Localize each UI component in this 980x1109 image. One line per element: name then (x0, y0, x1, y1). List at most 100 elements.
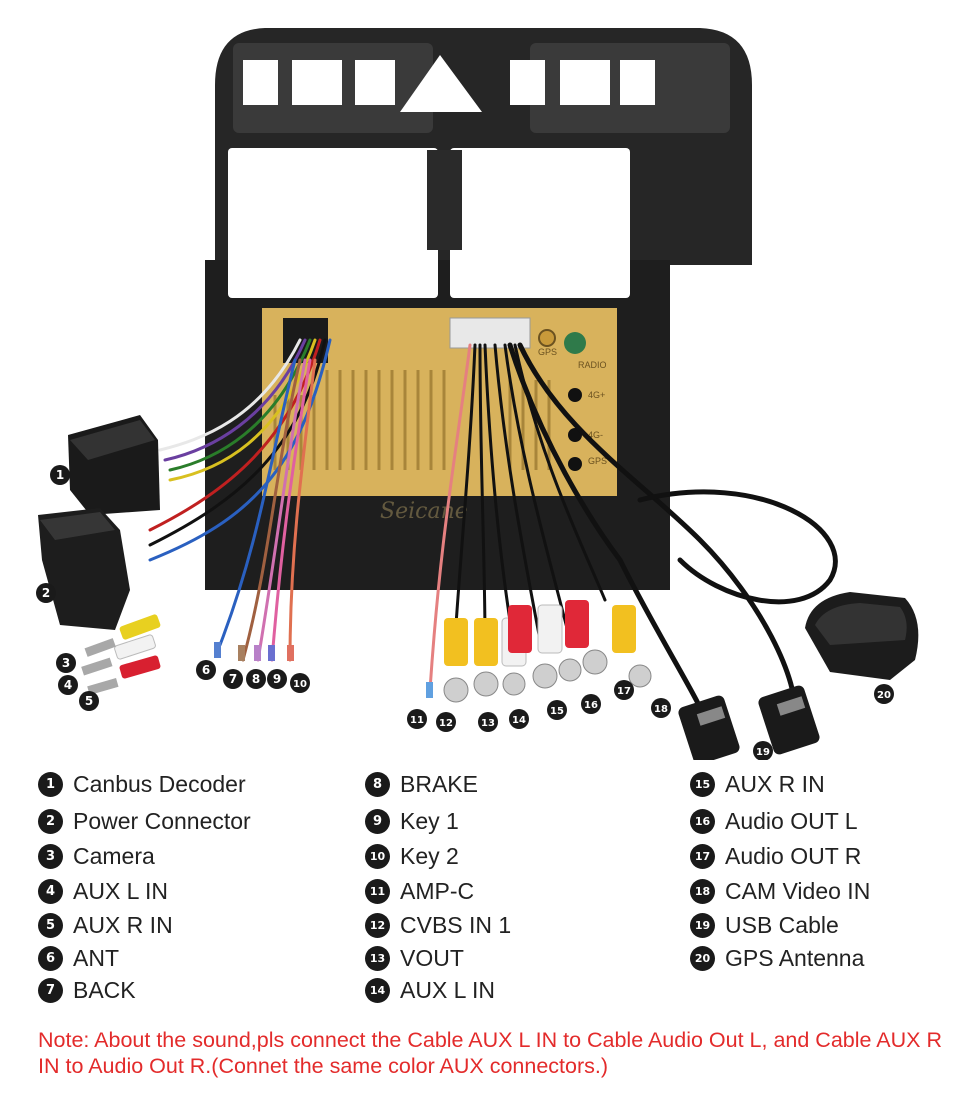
svg-text:18: 18 (654, 704, 668, 715)
legend-item-14: 14 AUX L IN (365, 977, 495, 1004)
legend-number: 9 (365, 809, 390, 834)
power-connector-block (38, 508, 130, 630)
svg-text:2: 2 (42, 586, 50, 600)
legend-item-17: 17 Audio OUT R (690, 843, 861, 870)
legend-item-10: 10 Key 2 (365, 843, 459, 870)
pin-tips (214, 642, 433, 698)
callout-18: 18 (651, 698, 671, 718)
legend-label: CAM Video IN (725, 878, 871, 904)
brand-watermark: Seicane (380, 499, 468, 524)
legend-number: 5 (38, 913, 63, 938)
callout-10: 10 (290, 673, 310, 693)
svg-text:17: 17 (617, 686, 631, 697)
legend-number: 13 (365, 946, 390, 971)
legend-label: ANT (73, 945, 119, 971)
svg-text:4: 4 (64, 678, 72, 692)
svg-text:7: 7 (229, 672, 237, 686)
svg-text:1: 1 (56, 468, 64, 482)
legend-number: 10 (365, 844, 390, 869)
legend-number: 1 (38, 772, 63, 797)
gps-port-label: GPS (538, 347, 557, 357)
svg-text:10: 10 (293, 679, 307, 690)
legend-number: 7 (38, 978, 63, 1003)
legend-label: Audio OUT R (725, 843, 862, 869)
legend-label: Camera (73, 843, 155, 869)
callout-11: 11 (407, 709, 427, 729)
legend-number: 6 (38, 946, 63, 971)
svg-text:11: 11 (410, 715, 424, 726)
callout-13: 13 (478, 712, 498, 732)
canbus-decoder-box (68, 415, 160, 515)
callout-5: 5 (79, 691, 99, 711)
legend-label: Key 2 (400, 843, 459, 869)
callout-17: 17 (614, 680, 634, 700)
svg-text:3: 3 (62, 656, 70, 670)
legend-number: 2 (38, 809, 63, 834)
svg-text:12: 12 (439, 718, 453, 729)
4g-port-label-b: 4G- (588, 430, 603, 440)
svg-text:8: 8 (252, 672, 260, 686)
legend-item-20: 20 GPS Antenna (690, 945, 864, 972)
legend-number: 20 (690, 946, 715, 971)
legend-label: AUX L IN (400, 977, 496, 1003)
svg-text:15: 15 (550, 706, 564, 717)
callout-6: 6 (196, 660, 216, 680)
legend-label: Audio OUT L (725, 808, 858, 834)
callout-8: 8 (246, 669, 266, 689)
legend-number: 17 (690, 844, 715, 869)
legend-number: 4 (38, 879, 63, 904)
left-rca-plugs (81, 614, 161, 695)
svg-text:5: 5 (85, 694, 93, 708)
callout-15: 15 (547, 700, 567, 720)
usb-plugs (678, 685, 820, 760)
wiring-note: Note: About the sound,pls connect the Ca… (38, 1028, 942, 1078)
callout-2: 2 (36, 583, 56, 603)
svg-text:20: 20 (877, 690, 891, 701)
wiring-diagram: GPS RADIO 4G+ 4G- GPS Seicane (36, 28, 919, 760)
callout-16: 16 (581, 694, 601, 714)
callout-9: 9 (267, 669, 287, 689)
legend-label: Key 1 (400, 808, 459, 834)
wire-harness (148, 338, 838, 733)
legend-item-1: 1 Canbus Decoder (38, 771, 246, 798)
legend-label: AUX L IN (73, 878, 169, 904)
legend-label: AMP-C (400, 878, 475, 904)
gps2-port-label: GPS (588, 456, 607, 466)
svg-text:16: 16 (584, 700, 598, 711)
legend-number: 19 (690, 913, 715, 938)
legend-label: Canbus Decoder (73, 771, 246, 797)
svg-text:9: 9 (273, 672, 281, 686)
legend-number: 11 (365, 879, 390, 904)
legend-label: CVBS IN 1 (400, 912, 512, 938)
legend-number: 16 (690, 809, 715, 834)
callout-3: 3 (56, 653, 76, 673)
legend-item-4: 4 AUX L IN (38, 878, 168, 905)
legend-item-11: 11 AMP-C (365, 878, 474, 905)
radio-port-label: RADIO (578, 360, 607, 370)
legend-number: 14 (365, 978, 390, 1003)
legend-item-6: 6 ANT (38, 945, 119, 972)
callout-19: 19 (753, 741, 773, 760)
callout-7: 7 (223, 669, 243, 689)
legend-label: GPS Antenna (725, 945, 865, 971)
callout-14: 14 (509, 709, 529, 729)
legend-label: AUX R IN (73, 912, 173, 938)
middle-rca-sockets (443, 600, 652, 703)
legend-label: AUX R IN (725, 771, 825, 797)
legend-label: BRAKE (400, 771, 478, 797)
svg-text:6: 6 (202, 663, 210, 677)
legend-number: 18 (690, 879, 715, 904)
svg-text:13: 13 (481, 718, 495, 729)
legend-item-5: 5 AUX R IN (38, 912, 173, 939)
legend-item-18: 18 CAM Video IN (690, 878, 870, 905)
legend-item-16: 16 Audio OUT L (690, 808, 858, 835)
legend-label: Power Connector (73, 808, 251, 834)
